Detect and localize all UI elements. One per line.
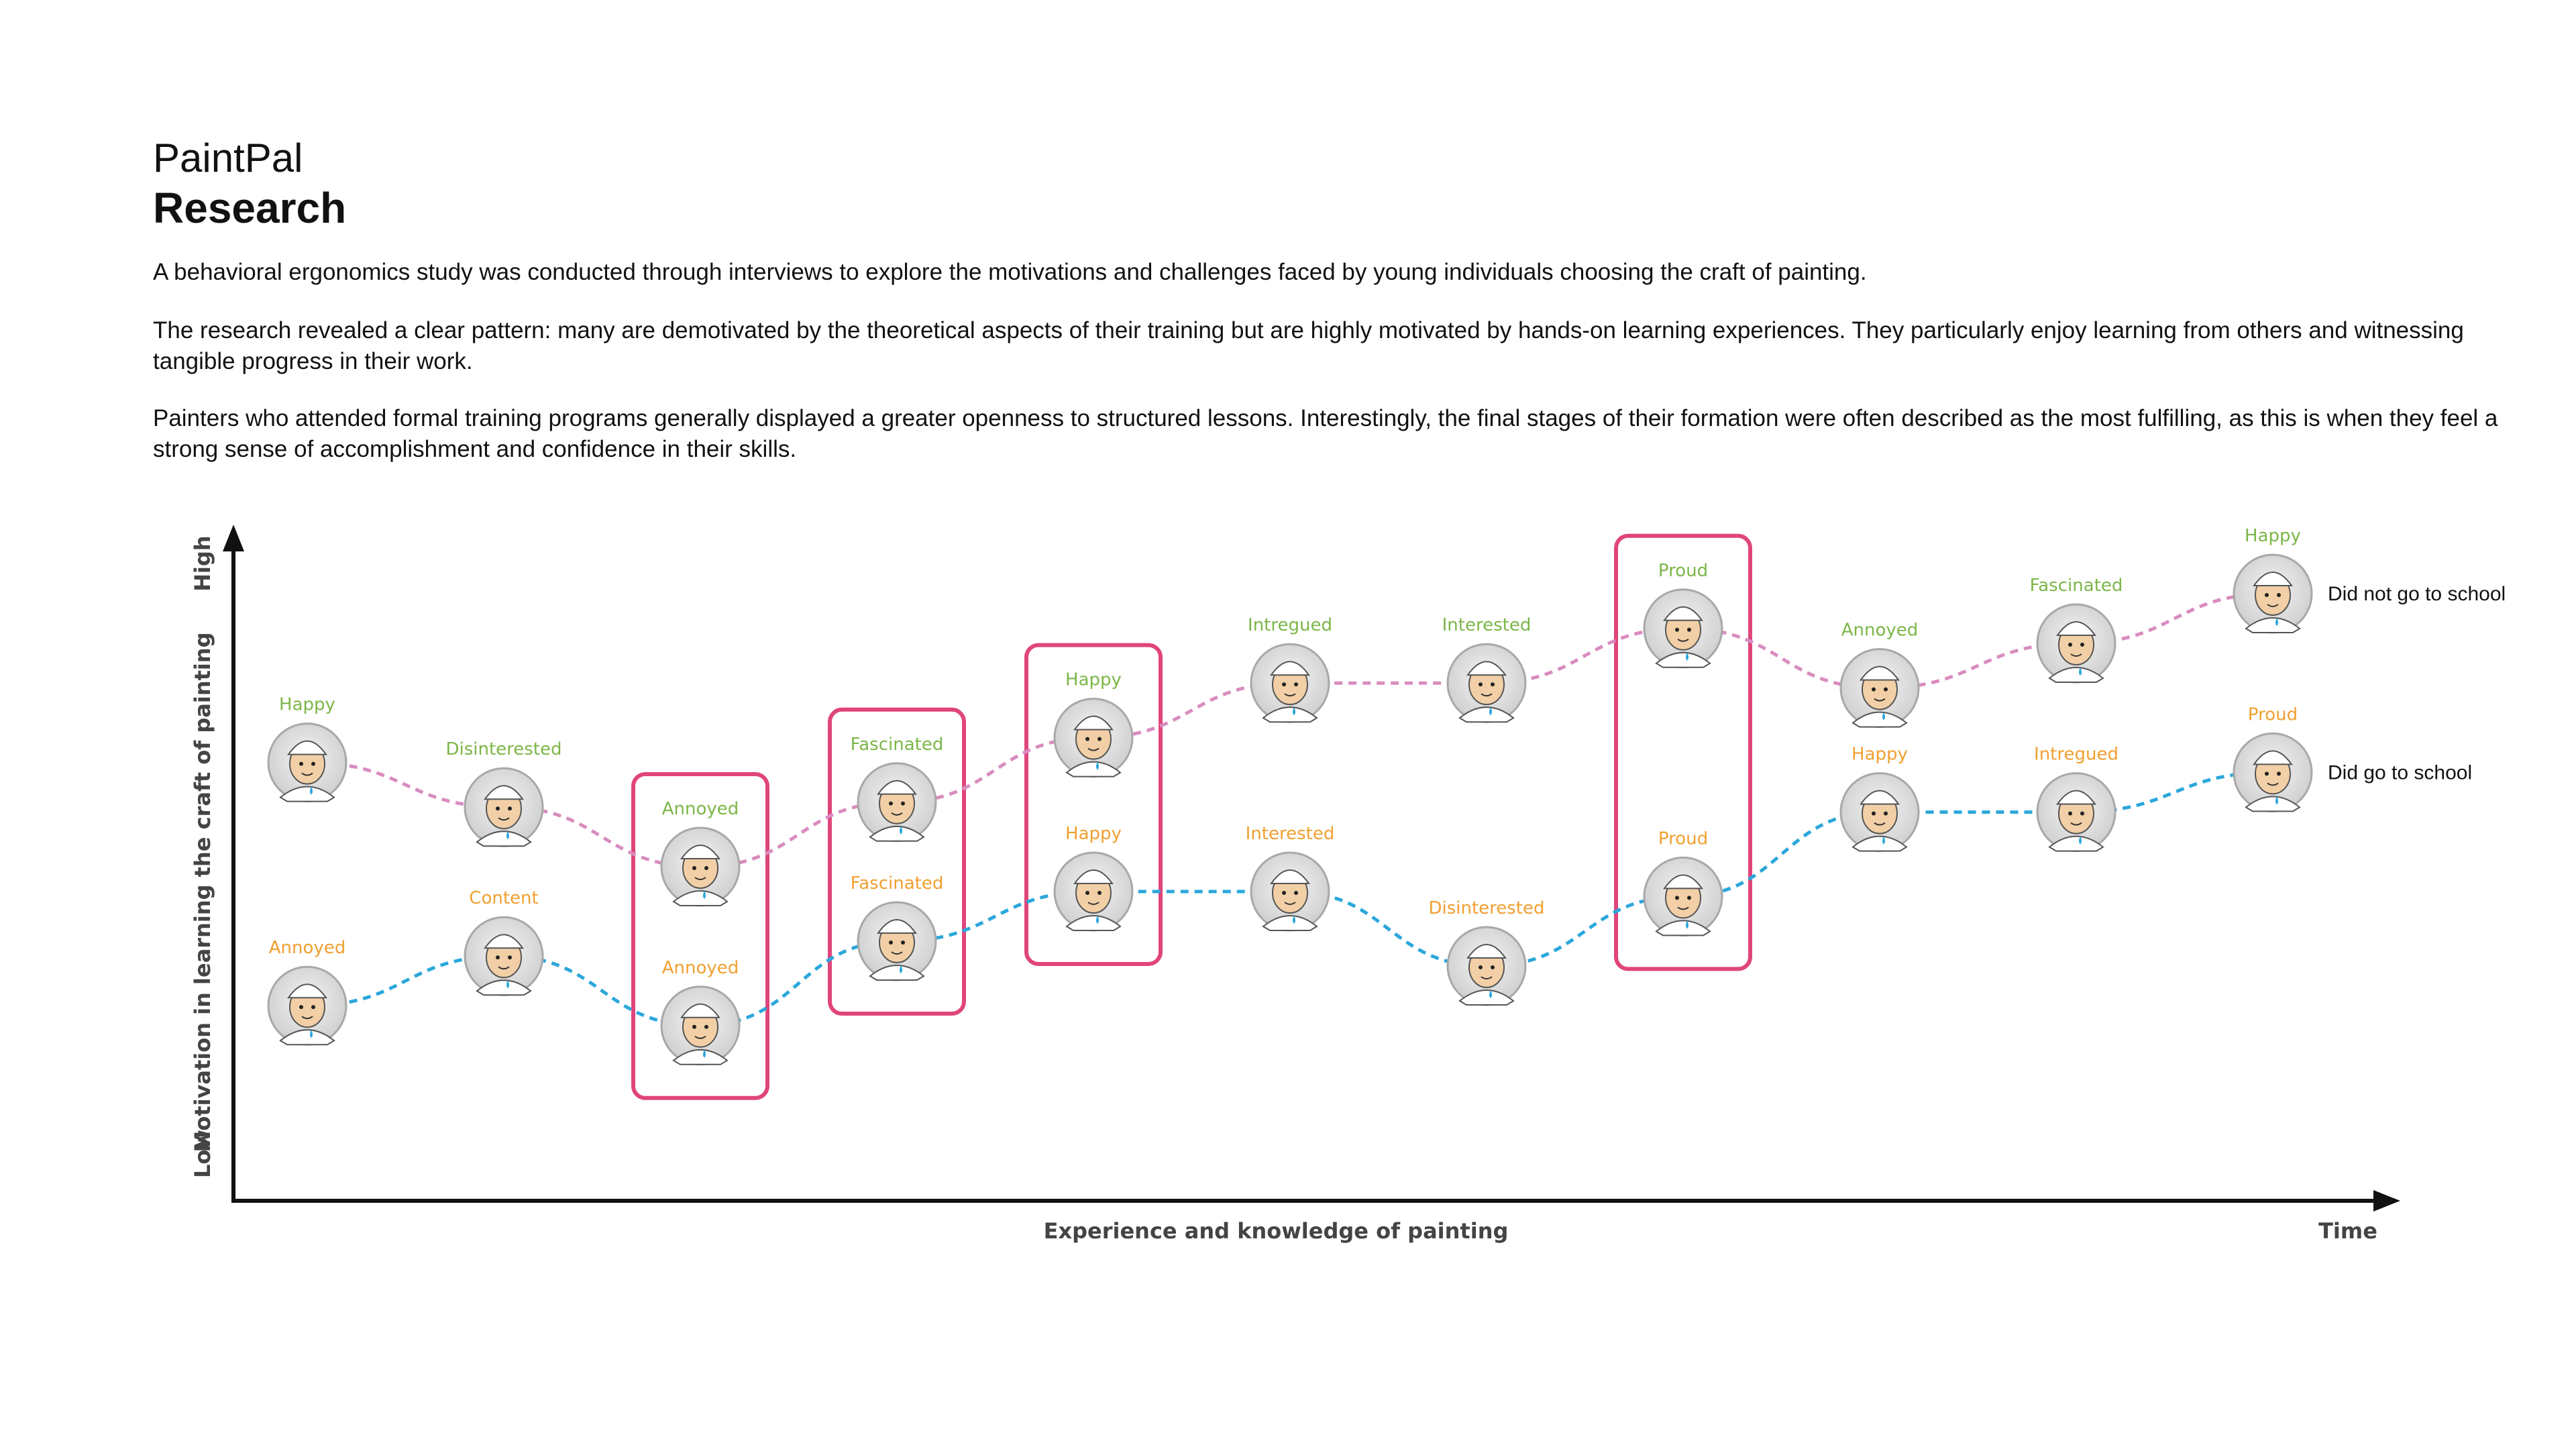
highlight-boxes [633, 536, 1750, 1098]
emotion-face-icon [1644, 857, 1722, 935]
emotion-label: Fascinated [2030, 576, 2123, 596]
y-axis-low-label: Low [190, 1130, 215, 1178]
emotion-label: Happy [1851, 745, 1908, 765]
emotion-face-icon [1055, 853, 1132, 930]
emotion-face-icon [268, 724, 346, 802]
emotion-label: Annoyed [662, 799, 739, 819]
y-axis-high-label: High [190, 535, 215, 591]
emotion-face-icon [858, 902, 936, 980]
emotion-label: Happy [2245, 526, 2301, 546]
y-axis-label: Motivation in learning the craft of pain… [190, 632, 215, 1152]
emotion-face-icon [465, 768, 543, 846]
emotion-label: Proud [2248, 704, 2298, 724]
emotion-face-icon [858, 763, 936, 841]
emotion-face-icon [268, 967, 346, 1044]
emotion-label: Happy [1065, 670, 1122, 690]
y-axis-arrow-icon [223, 525, 244, 551]
school-series-label: Did go to school [2328, 761, 2472, 784]
emotion-face-icon [661, 987, 739, 1065]
emotion-face-icon [465, 917, 543, 995]
emotion-face-icon [1448, 644, 1525, 722]
emotion-face-icon [2234, 555, 2312, 633]
emotion-face-icon [661, 828, 739, 906]
no-school-series-label: Did not go to school [2328, 583, 2506, 605]
x-axis-label: Experience and knowledge of painting [1044, 1218, 1509, 1244]
emotion-label: Disinterested [445, 739, 561, 759]
emotion-label: Fascinated [851, 873, 944, 894]
emotion-label: Fascinated [851, 735, 944, 755]
emotion-label: Annoyed [1841, 621, 1919, 641]
emotion-label: Proud [1658, 828, 1708, 849]
emotion-face-icon [1251, 853, 1329, 930]
emotion-face-icon [1448, 927, 1525, 1005]
x-axis-arrow-icon [2373, 1190, 2400, 1212]
emotion-label: Disinterested [1428, 898, 1544, 918]
emotion-face-icon [2234, 733, 2312, 811]
emotion-label: Intregued [1248, 615, 1332, 635]
emotion-label: Interested [1442, 615, 1532, 635]
emotion-face-icon [1841, 773, 1919, 851]
emotion-face-icon [1841, 649, 1919, 727]
emotion-faces: HappyDisinterestedAnnoyedFascinatedHappy… [268, 526, 2312, 1065]
emotion-label: Proud [1658, 561, 1708, 581]
x-axis-end-label: Time [2318, 1218, 2377, 1244]
emotion-label: Annoyed [269, 938, 346, 958]
emotion-face-icon [1251, 644, 1329, 722]
emotion-face-icon [2037, 773, 2115, 851]
emotion-face-icon [1055, 699, 1132, 777]
emotion-label: Happy [279, 695, 335, 715]
emotion-face-icon [1644, 590, 1722, 667]
emotion-label: Content [469, 888, 538, 908]
emotion-face-icon [2037, 604, 2115, 682]
emotion-label: Happy [1065, 824, 1122, 844]
emotion-label: Interested [1246, 824, 1335, 844]
emotion-label: Intregued [2034, 745, 2118, 765]
emotion-label: Annoyed [662, 958, 739, 978]
